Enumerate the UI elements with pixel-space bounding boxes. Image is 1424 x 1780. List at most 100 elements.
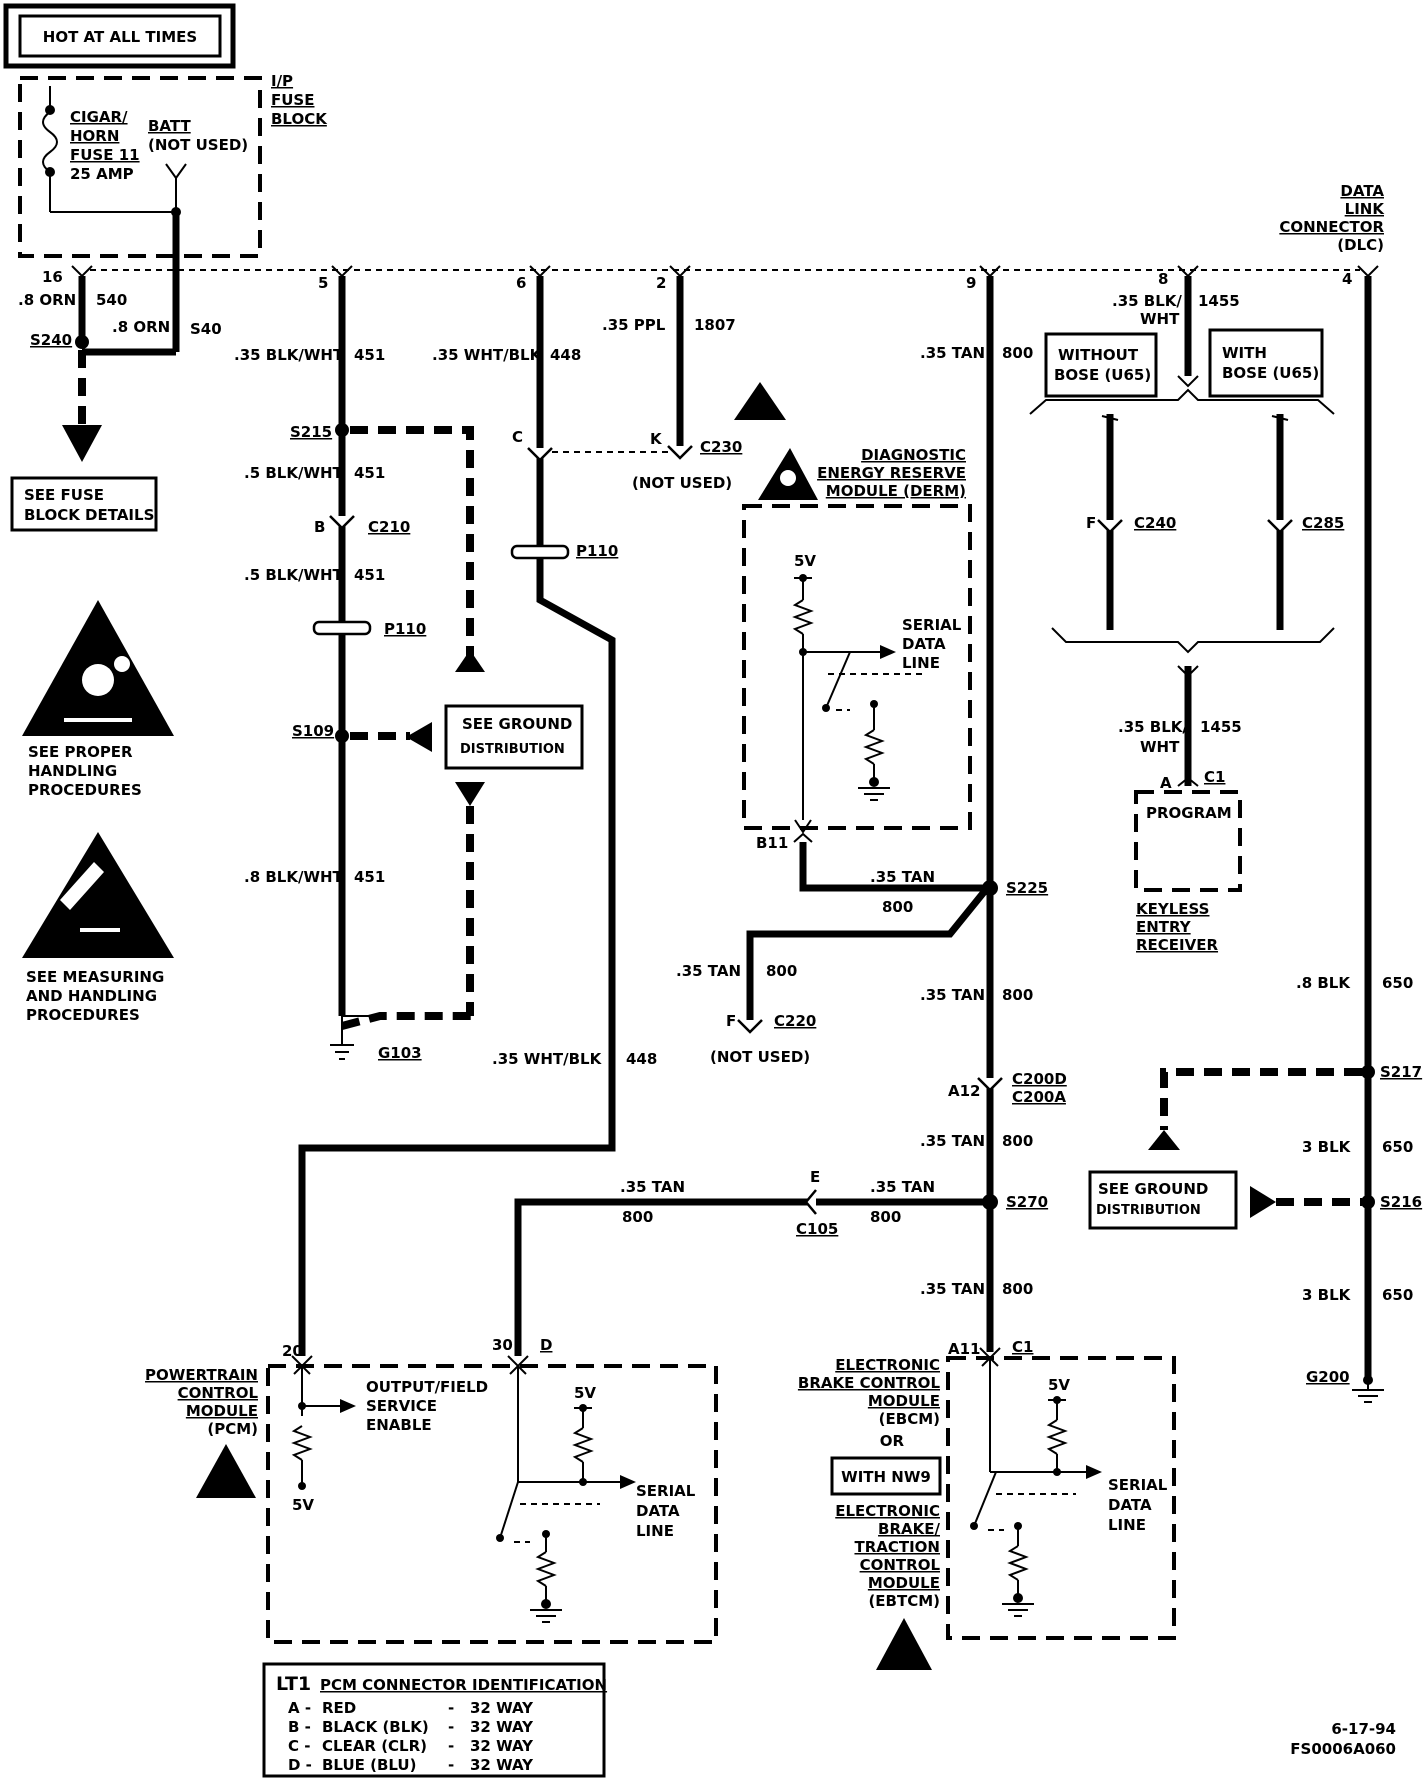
svg-text:BLOCK DETAILS: BLOCK DETAILS — [24, 506, 154, 524]
svg-text:PROCEDURES: PROCEDURES — [28, 781, 142, 799]
svg-text:16: 16 — [42, 268, 63, 286]
svg-text:SEE GROUND: SEE GROUND — [462, 715, 572, 733]
svg-text:451: 451 — [354, 464, 385, 482]
svg-text:DISTRIBUTION: DISTRIBUTION — [1096, 1203, 1201, 1218]
svg-text:ELECTRONIC: ELECTRONIC — [835, 1502, 940, 1520]
svg-text:LT1: LT1 — [276, 1673, 311, 1695]
svg-text:HANDLING: HANDLING — [28, 762, 117, 780]
svg-text:(PCM): (PCM) — [207, 1420, 258, 1438]
svg-text:C1: C1 — [1204, 768, 1225, 786]
svg-text:9: 9 — [966, 274, 976, 292]
svg-text:BOSE (U65): BOSE (U65) — [1222, 364, 1319, 382]
svg-text:P110: P110 — [576, 542, 618, 560]
svg-text:SEE PROPER: SEE PROPER — [28, 743, 133, 761]
svg-text:A -: A - — [288, 1699, 311, 1717]
svg-text:C200D: C200D — [1012, 1070, 1067, 1088]
svg-text:(DLC): (DLC) — [1337, 236, 1384, 254]
svg-text:FUSE 11: FUSE 11 — [70, 146, 140, 164]
derm-module: DIAGNOSTIC ENERGY RESERVE MODULE (DERM) … — [742, 446, 972, 852]
svg-text:C1: C1 — [1012, 1338, 1033, 1356]
svg-text:(EBTCM): (EBTCM) — [868, 1592, 940, 1610]
svg-text:S217: S217 — [1380, 1063, 1422, 1081]
svg-text:.35 BLK/: .35 BLK/ — [1112, 292, 1182, 310]
svg-text:WHT: WHT — [1140, 738, 1180, 756]
svg-text:.35 TAN: .35 TAN — [920, 344, 985, 362]
svg-text:C: C — [512, 428, 523, 446]
svg-text:TRACTION: TRACTION — [854, 1538, 940, 1556]
diagram-code: FS0006A060 — [1290, 1740, 1396, 1758]
svg-text:.35 WHT/BLK: .35 WHT/BLK — [432, 346, 543, 364]
svg-text:650: 650 — [1382, 1138, 1413, 1156]
svg-text:OR: OR — [880, 1432, 905, 1450]
svg-text:448: 448 — [626, 1050, 657, 1068]
svg-text:S215: S215 — [290, 423, 332, 441]
splice-s215 — [335, 423, 349, 437]
svg-text:C285: C285 — [1302, 514, 1344, 532]
diagram-date: 6-17-94 — [1331, 1720, 1396, 1738]
circuit-800: 9 .35 TAN 800 .35 TAN 800 S225 .35 TAN 8… — [514, 265, 1067, 1356]
svg-text:S225: S225 — [1006, 879, 1048, 897]
svg-text:RED: RED — [322, 1699, 356, 1717]
svg-text:ELECTRONIC: ELECTRONIC — [835, 1356, 940, 1374]
svg-text:LINK: LINK — [1345, 200, 1386, 218]
svg-text:.35 TAN: .35 TAN — [676, 962, 741, 980]
svg-text:PROGRAM: PROGRAM — [1146, 804, 1232, 822]
svg-text:32 WAY: 32 WAY — [470, 1737, 534, 1755]
pcm-connector-row: C -CLEAR (CLR)-32 WAY — [288, 1737, 534, 1755]
svg-text:S216: S216 — [1380, 1193, 1422, 1211]
svg-text:G200: G200 — [1306, 1368, 1350, 1386]
svg-text:.35 BLK/WHT: .35 BLK/WHT — [234, 346, 344, 364]
svg-text:G103: G103 — [378, 1044, 422, 1062]
svg-text:POWERTRAIN: POWERTRAIN — [145, 1366, 258, 1384]
svg-text:PCM CONNECTOR IDENTIFICATION: PCM CONNECTOR IDENTIFICATION — [320, 1676, 607, 1694]
svg-text:20: 20 — [282, 1342, 303, 1360]
svg-text:SERIAL: SERIAL — [636, 1482, 696, 1500]
svg-text:540: 540 — [96, 291, 127, 309]
hot-at-all-times-box: HOT AT ALL TIMES — [3, 3, 236, 69]
svg-text:CONNECTOR: CONNECTOR — [1279, 218, 1384, 236]
svg-text:S109: S109 — [292, 722, 334, 740]
svg-text:5V: 5V — [292, 1496, 314, 1514]
svg-text:.35 TAN: .35 TAN — [870, 868, 935, 886]
svg-text:F: F — [1086, 514, 1096, 532]
svg-text:.35 TAN: .35 TAN — [920, 1280, 985, 1298]
svg-text:1455: 1455 — [1200, 718, 1242, 736]
svg-text:4: 4 — [1342, 270, 1352, 288]
svg-text:S240: S240 — [30, 331, 72, 349]
svg-text:ENABLE: ENABLE — [366, 1416, 432, 1434]
svg-text:-: - — [448, 1718, 454, 1736]
svg-text:650: 650 — [1382, 1286, 1413, 1304]
svg-text:.35 TAN: .35 TAN — [920, 1132, 985, 1150]
svg-text:-: - — [448, 1699, 454, 1717]
svg-text:(EBCM): (EBCM) — [879, 1410, 940, 1428]
svg-text:ENTRY: ENTRY — [1136, 918, 1192, 936]
svg-text:.35 TAN: .35 TAN — [870, 1178, 935, 1196]
circuit-1455: 8 .35 BLK/ WHT 1455 WITHOUT BOSE (U65) W… — [1029, 265, 1344, 792]
svg-text:C -: C - — [288, 1737, 310, 1755]
svg-text:650: 650 — [1382, 974, 1413, 992]
svg-text:S270: S270 — [1006, 1193, 1048, 1211]
svg-text:B -: B - — [288, 1718, 311, 1736]
svg-text:S40: S40 — [190, 320, 222, 338]
splice-s109 — [335, 729, 349, 743]
svg-text:DATA: DATA — [636, 1502, 680, 1520]
svg-text:8: 8 — [1158, 270, 1168, 288]
svg-text:800: 800 — [622, 1208, 653, 1226]
svg-text:SEE MEASURING: SEE MEASURING — [26, 968, 164, 986]
pcm-connector-identification: LT1 PCM CONNECTOR IDENTIFICATION A - RED -… — [262, 1662, 607, 1778]
splice-s216 — [1361, 1195, 1375, 1209]
svg-text:C200A: C200A — [1012, 1088, 1066, 1106]
splice-s217 — [1361, 1065, 1375, 1079]
pcm-connector-row: B -BLACK (BLK)-32 WAY — [288, 1718, 534, 1736]
svg-text:451: 451 — [354, 566, 385, 584]
ground-distribution-box-1: SEE GROUND DISTRIBUTION — [444, 704, 584, 770]
svg-text:DIAGNOSTIC: DIAGNOSTIC — [861, 446, 966, 464]
esd-warning-icon — [734, 382, 818, 500]
svg-text:25 AMP: 25 AMP — [70, 165, 134, 183]
svg-text:800: 800 — [870, 1208, 901, 1226]
svg-text:800: 800 — [1002, 344, 1033, 362]
circuit-1807: 2 .35 PPL 1807 K C230 (NOT USED) — [602, 265, 742, 492]
svg-text:RECEIVER: RECEIVER — [1136, 936, 1218, 954]
svg-text:WHT: WHT — [1140, 310, 1180, 328]
